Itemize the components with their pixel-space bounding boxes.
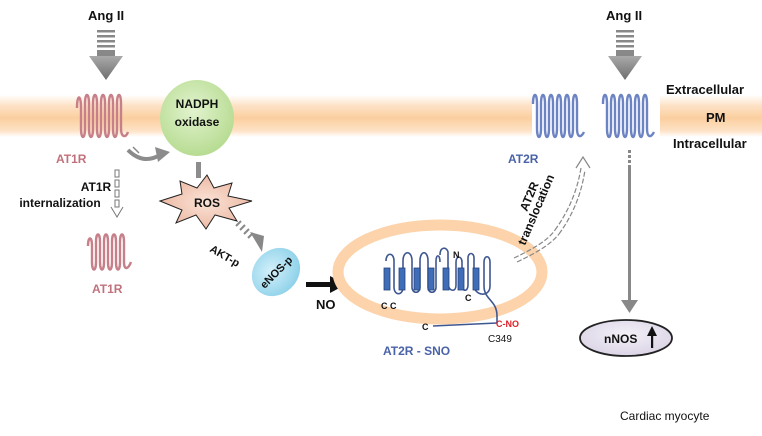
intracellular-label: Intracellular xyxy=(673,136,747,151)
at2r-topology-loops xyxy=(385,251,441,295)
nadph-label-line2: oxidase xyxy=(175,115,220,129)
at2r-sno-label: AT2R - SNO xyxy=(383,344,450,358)
at1r-membrane-receptor xyxy=(75,93,130,139)
c349-label: C349 xyxy=(488,334,512,345)
c-no-label: C-NO xyxy=(496,319,519,329)
internalization-dashed-arrow xyxy=(110,169,124,218)
c-terminal-label: C xyxy=(422,322,429,332)
nnos-label: nNOS xyxy=(604,332,637,346)
vesicle-ring xyxy=(332,219,548,325)
up-arrow-icon xyxy=(647,326,657,348)
at2r-topology-backbone xyxy=(439,247,498,323)
nadph-oxidase-ellipse xyxy=(160,80,234,156)
at2r-membrane-receptor-left xyxy=(531,93,586,139)
ros-to-enos-arrow xyxy=(235,220,264,252)
nnos-ellipse xyxy=(579,319,673,357)
ang-ii-right-arrow xyxy=(608,30,642,80)
at1r-internalization-label-line1: AT1R xyxy=(81,180,112,194)
no-label: NO xyxy=(316,297,336,312)
pm-label: PM xyxy=(706,110,726,125)
akt-label: AKT-p xyxy=(208,243,242,270)
c-right-label: C xyxy=(465,293,472,303)
cc-label: C C xyxy=(381,301,397,311)
ang-ii-left-arrow xyxy=(89,30,123,80)
at2r-sno-topology xyxy=(383,247,498,327)
at1r-internalization-label-line2: internalization xyxy=(19,196,100,210)
ang-ii-right-label: Ang II xyxy=(606,8,642,23)
n-terminal-label: N xyxy=(453,250,460,260)
at2r-translocation-arrow xyxy=(513,155,591,263)
enos-ellipse xyxy=(251,247,301,297)
at2r-membrane-receptor-right xyxy=(601,93,656,139)
at1r-membrane-label: AT1R xyxy=(56,152,87,166)
ros-label: ROS xyxy=(194,196,220,210)
cardiac-myocyte-label: Cardiac myocyte xyxy=(620,409,710,423)
ang-ii-left-label: Ang II xyxy=(88,8,124,23)
dashed-tick-marks xyxy=(127,146,140,157)
at2r-c-terminal-tail xyxy=(432,322,498,327)
at1r-internalized-receptor xyxy=(86,233,133,271)
plasma-membrane-right xyxy=(660,95,762,137)
plasma-membrane-left xyxy=(0,95,140,137)
nadph-label-line1: NADPH xyxy=(176,97,219,111)
at1r-internalized-label: AT1R xyxy=(92,282,123,296)
at2r-to-nnos-arrow xyxy=(621,150,638,313)
at2r-helix-bars xyxy=(383,267,480,291)
at2r-membrane-label: AT2R xyxy=(508,152,539,166)
nadph-to-ros-connector xyxy=(196,162,201,178)
extracellular-label: Extracellular xyxy=(666,82,744,97)
ros-starburst xyxy=(158,174,253,230)
